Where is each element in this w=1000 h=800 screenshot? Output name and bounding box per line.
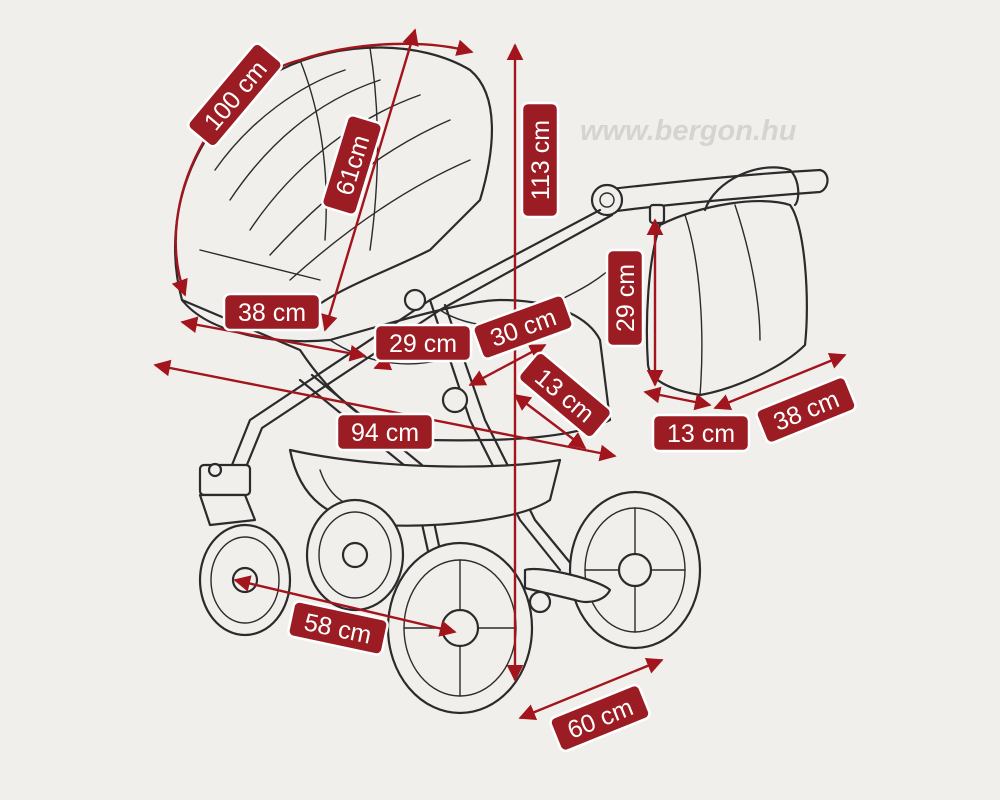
label-seat-width: 29 cm (373, 323, 473, 363)
rear-left-wheel (386, 541, 534, 715)
bag-depth-line (643, 386, 712, 411)
label-bag-height: 29 cm (605, 248, 645, 348)
label-carrycot-length: 38 cm (222, 292, 322, 332)
label-track-width: 60 cm (549, 683, 651, 753)
label-total-length-text: 94 cm (351, 419, 419, 447)
label-bag-depth-text: 13 cm (667, 420, 735, 448)
wheelbase-line (233, 575, 457, 637)
label-total-length: 94 cm (335, 412, 435, 452)
total-length-line (153, 359, 617, 462)
front-left-wheel (198, 523, 292, 637)
carrycot-length-line (180, 316, 367, 362)
label-total-height: 113 cm (520, 101, 560, 219)
label-bag-height-text: 29 cm (612, 264, 640, 332)
stroller-illustration (174, 46, 829, 715)
watermark-text: www.bergon.hu (580, 115, 797, 147)
brake-bar (523, 567, 612, 614)
label-carrycot-length-text: 38 cm (238, 299, 306, 327)
track-width-line (518, 657, 664, 721)
label-seat-width-text: 29 cm (389, 330, 457, 358)
rear-right-wheel (568, 490, 702, 650)
handle-bar (590, 168, 829, 217)
canopy-depth-line (321, 28, 419, 332)
label-bag-depth: 13 cm (651, 413, 751, 453)
front-swivel (198, 462, 257, 527)
bag-width-line (713, 352, 847, 411)
front-right-wheel (305, 498, 405, 612)
label-total-height-text: 113 cm (527, 120, 555, 200)
label-wheelbase: 58 cm (287, 600, 389, 656)
